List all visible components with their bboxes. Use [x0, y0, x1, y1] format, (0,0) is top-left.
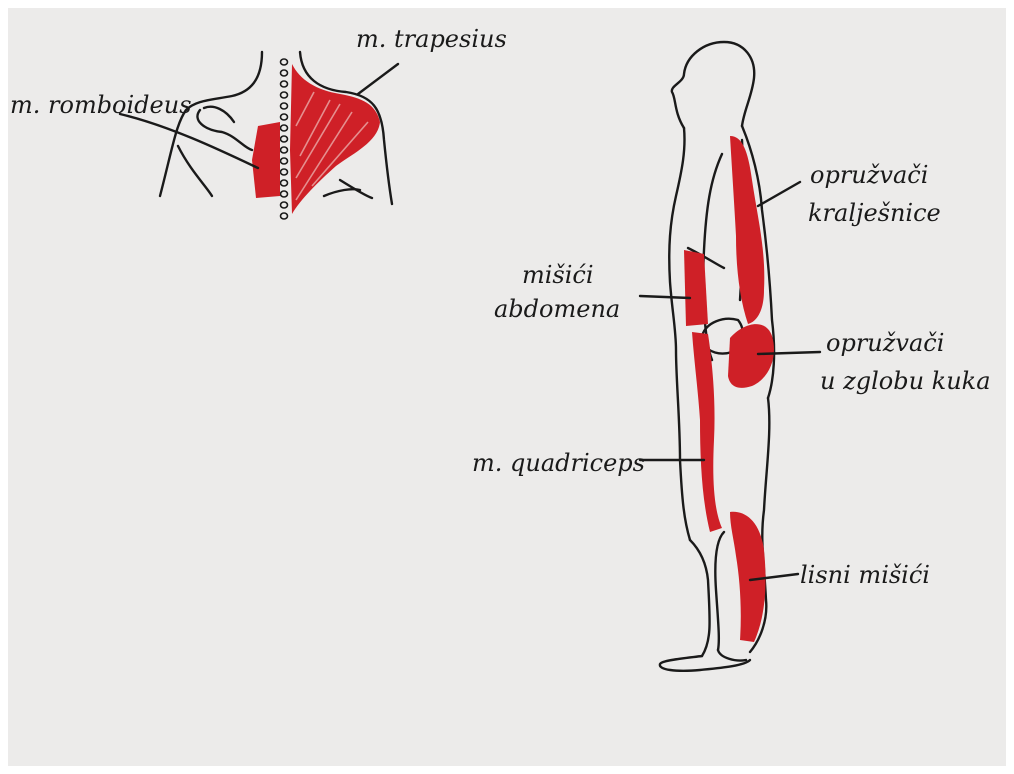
erector-leader [758, 182, 800, 206]
erector-spinae-muscle [730, 136, 764, 324]
label-hip-line1: opružvači [826, 330, 944, 357]
calf-muscle [730, 512, 766, 642]
label-abdomen-line2: abdomena [494, 296, 620, 323]
label-hip-line2: u zglobu kuka [820, 368, 991, 395]
back-view-figure [120, 52, 398, 219]
trapesius-leader [358, 64, 398, 94]
abdomen-leader [640, 296, 690, 298]
label-calf: lisni mišići [800, 562, 930, 589]
side-view-figure [640, 42, 820, 671]
label-erector-line2: kralješnice [808, 200, 941, 227]
vertebrae [281, 59, 288, 219]
label-romboideus: m. romboideus [10, 92, 192, 119]
label-erector-line1: opružvači [810, 162, 928, 189]
romboideus-muscle [252, 122, 280, 198]
label-trapesius: m. trapesius [356, 26, 507, 53]
label-quadriceps: m. quadriceps [472, 450, 645, 477]
gluteus-muscle [728, 324, 774, 388]
label-abdomen-line1: mišići [522, 262, 594, 289]
quadriceps-muscle [692, 332, 722, 532]
abdominal-muscle [684, 250, 708, 326]
